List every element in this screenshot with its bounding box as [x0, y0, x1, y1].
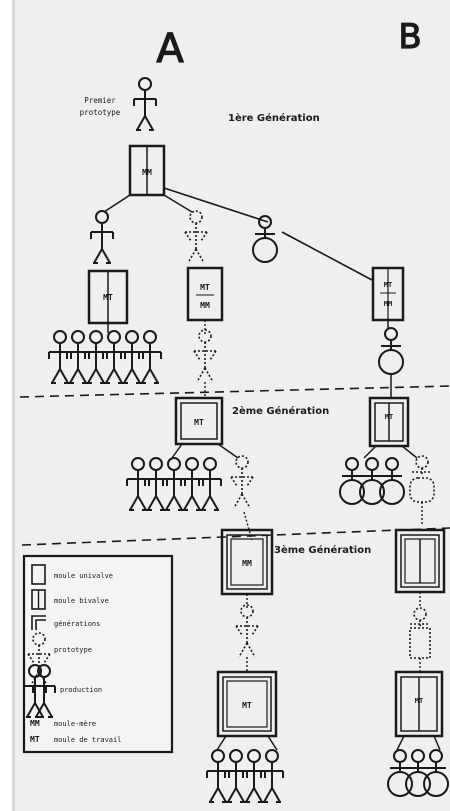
third-generation-work-mold-b: MT	[394, 670, 444, 738]
third-generation-production-a	[206, 749, 284, 803]
work-mold-label: MT	[385, 413, 393, 421]
middle-combined-mold: MT MM	[186, 266, 224, 322]
legend-label-work-mold: moule de travail	[54, 736, 121, 744]
second-generation-production-b	[339, 457, 405, 505]
second-generation-dotted-prototype-b	[409, 455, 435, 503]
third-generation-mother-mold-a: MM	[220, 528, 274, 596]
legend-label-univalve: moule univalve	[54, 572, 113, 580]
mother-mold-icon: MM	[30, 719, 40, 728]
middle-prototype-figurine	[184, 210, 208, 264]
second-generation-bivalve-mold-b: MT	[368, 396, 410, 448]
first-prototype-label-2: prototype	[80, 108, 121, 117]
mother-mold-label: MM	[142, 168, 152, 177]
bivalve-mold-icon	[31, 589, 46, 610]
mother-mold-label: MM	[242, 559, 252, 568]
second-generation-work-mold-a: MT	[174, 396, 224, 446]
generation-diagram: A B Premier prototype 1ère Génération 2è…	[19, 16, 450, 803]
legend-label-prototype: prototype	[54, 646, 92, 654]
first-generation-branches	[103, 187, 373, 281]
second-generation-title: 2ème Génération	[232, 405, 329, 417]
univalve-mold-icon	[31, 564, 46, 585]
legend: moule univalve moule bivalve générations…	[22, 554, 174, 754]
second-generation-branches-b	[363, 445, 418, 459]
right-combined-mold: MT MM	[371, 266, 405, 322]
third-generation-mother-mold-b	[394, 528, 446, 594]
work-mold-icon: MT	[30, 735, 40, 744]
left-prototype-figurine	[90, 210, 114, 264]
second-generation-branches-a	[171, 443, 239, 459]
second-generation-production-a	[126, 457, 222, 511]
third-generation-production-b	[387, 749, 449, 797]
third-generation-branches-b	[396, 735, 441, 751]
legend-label-mother-mold: moule-mère	[54, 720, 96, 728]
second-generation-dotted-prototype-a	[230, 455, 254, 509]
work-mold-label: MT	[194, 418, 204, 427]
generation-divider-1	[19, 385, 450, 398]
legend-label-bivalve: moule bivalve	[54, 597, 109, 605]
work-mold-label: MT	[415, 697, 423, 705]
legend-label-generations: générations	[54, 620, 100, 628]
third-generation-title: 3ème Génération	[274, 544, 371, 556]
third-generation-dotted-prototype-a	[235, 604, 259, 658]
mother-mold-label: MM	[384, 300, 392, 308]
generations-icon	[31, 615, 46, 630]
first-generation-mother-mold: MM	[128, 144, 166, 197]
first-generation-title: 1ère Génération	[228, 112, 320, 124]
mother-mold-label: MM	[200, 301, 210, 310]
third-generation-work-mold-a: MT	[216, 670, 278, 738]
work-mold-label: MT	[384, 281, 392, 289]
bivalve-prototype-figurine	[252, 215, 278, 263]
generation-divider-2	[21, 527, 450, 546]
work-mold-label: MT	[200, 283, 210, 292]
first-generation-production	[48, 330, 162, 384]
right-gourd-prototype	[378, 327, 404, 375]
column-a-label: A	[156, 26, 184, 72]
column-b-label: B	[398, 17, 421, 57]
left-work-mold: MT	[87, 269, 129, 325]
middle-dotted-prototype	[193, 329, 217, 383]
legend-label-production: production	[60, 686, 102, 694]
third-generation-dotted-prototype-b	[409, 607, 431, 659]
third-generation-branches-a	[216, 735, 278, 751]
work-mold-label: MT	[242, 701, 252, 710]
first-prototype-label-1: Premier	[84, 96, 116, 105]
first-prototype-figurine	[133, 77, 157, 131]
figure-page: A B Premier prototype 1ère Génération 2è…	[12, 0, 450, 811]
work-mold-label: MT	[103, 293, 113, 302]
